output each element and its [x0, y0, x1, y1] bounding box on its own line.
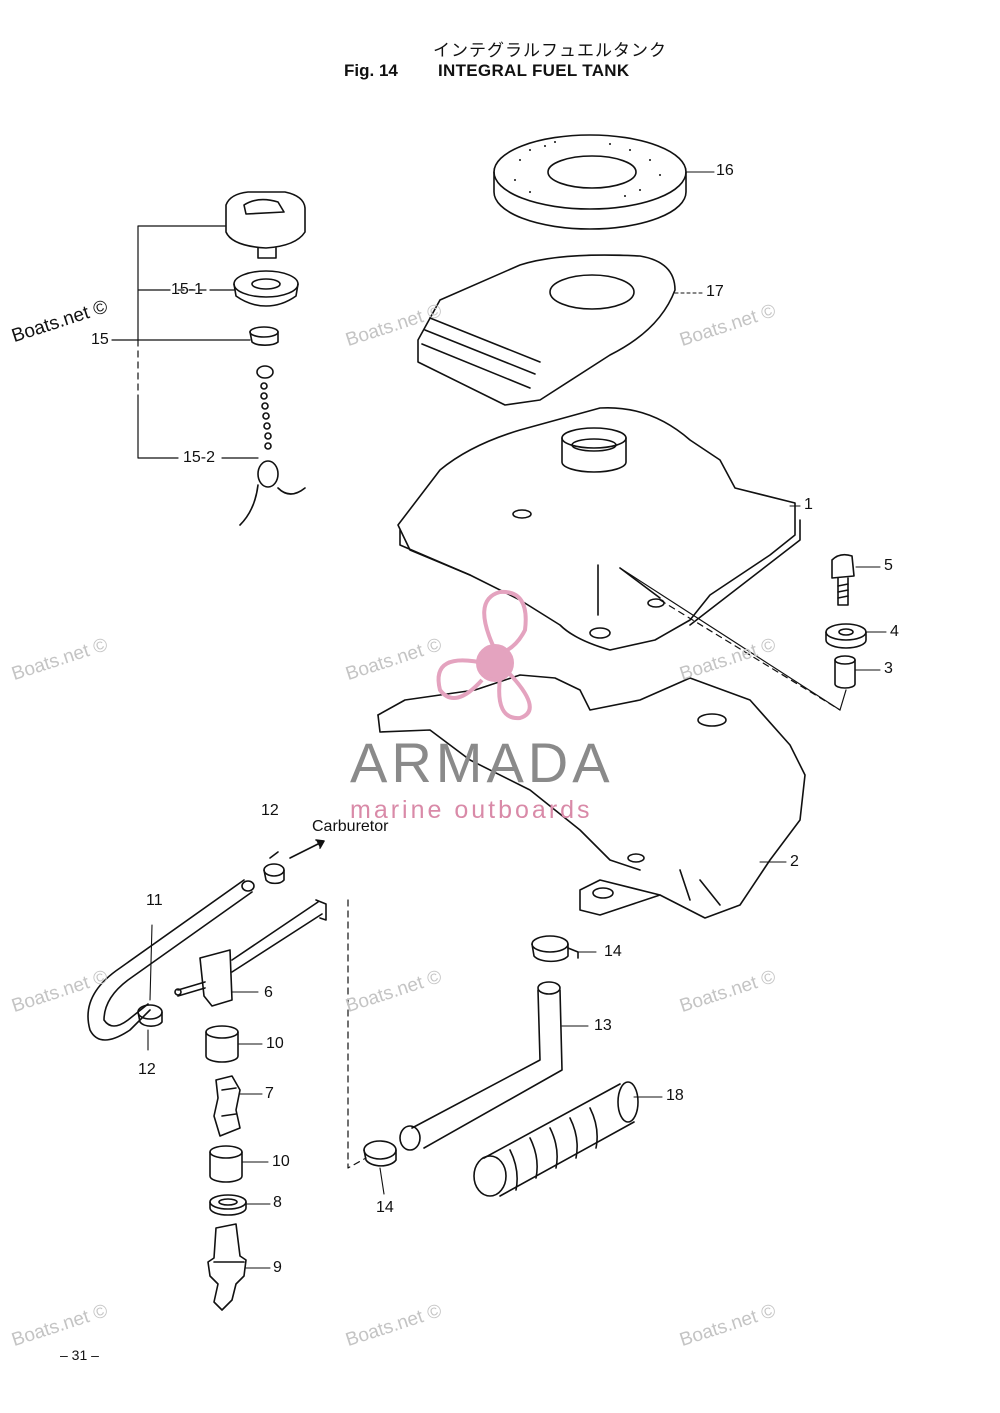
part-15-clip	[249, 326, 279, 346]
callout-15-2: 15-2	[183, 449, 216, 466]
callout-3: 3	[884, 660, 893, 677]
callout-7: 7	[265, 1085, 274, 1102]
carburetor-arrow	[289, 841, 323, 859]
callout-14-upper: 14	[604, 943, 622, 960]
callout-16: 16	[716, 162, 734, 179]
part-10-collar-upper	[205, 1025, 239, 1063]
part-4-washer	[825, 623, 867, 649]
callout-12-upper: 12	[261, 802, 279, 819]
callout-15: 15	[91, 331, 109, 348]
armada-brand-text: ARMADA	[350, 731, 614, 794]
part-18-sleeve	[473, 1081, 639, 1197]
part-12-clip-upper	[263, 851, 285, 885]
part-14-clip-upper	[531, 935, 579, 963]
part-6-fuel-cock	[174, 899, 327, 1007]
part-8-washer	[209, 1194, 247, 1216]
callout-13: 13	[594, 1017, 612, 1034]
figure-number: Fig. 14	[344, 61, 398, 80]
part-15-2-chain	[239, 365, 306, 526]
part-2-lower-tank	[377, 674, 806, 919]
part-3-collar	[834, 655, 856, 689]
callout-6: 6	[264, 984, 273, 1001]
callout-2: 2	[790, 853, 799, 870]
part-11-hose	[87, 879, 255, 1041]
group-bracket	[111, 225, 259, 459]
part-1-upper-tank	[397, 406, 801, 651]
callout-17: 17	[706, 283, 724, 300]
armada-tagline: marine outboards	[350, 796, 593, 824]
callout-18: 18	[666, 1087, 684, 1104]
callout-12-lower: 12	[138, 1061, 156, 1078]
part-14-clip-lower	[363, 1140, 397, 1167]
callout-14-lower: 14	[376, 1199, 394, 1216]
callout-15-1: 15-1	[171, 281, 204, 298]
title-japanese: インテグラルフュエルタンク	[433, 41, 667, 61]
figure-title: INTEGRAL FUEL TANK	[438, 61, 630, 80]
callout-9: 9	[273, 1259, 282, 1276]
part-5-bolt	[831, 553, 855, 606]
callout-10-lower: 10	[272, 1153, 290, 1170]
part-16-foam-ring	[493, 134, 687, 230]
callout-4: 4	[890, 623, 899, 640]
part-15-1-gasket	[233, 270, 299, 307]
part-12-clip-lower	[137, 1004, 163, 1028]
callout-5: 5	[884, 557, 893, 574]
carburetor-note: Carburetor	[312, 818, 389, 835]
callout-8: 8	[273, 1194, 282, 1211]
callout-11: 11	[146, 892, 163, 909]
part-fuel-cap	[225, 191, 306, 259]
callout-1: 1	[804, 496, 813, 513]
part-13-hose	[399, 981, 563, 1151]
armada-propeller-logo	[436, 589, 532, 721]
part-7-joint	[213, 1075, 241, 1137]
part-10-collar-lower	[209, 1145, 243, 1183]
part-9-fitting	[207, 1223, 247, 1311]
callout-10-upper: 10	[266, 1035, 284, 1052]
part-17-pad	[417, 254, 676, 406]
page-number: – 31 –	[60, 1347, 99, 1363]
